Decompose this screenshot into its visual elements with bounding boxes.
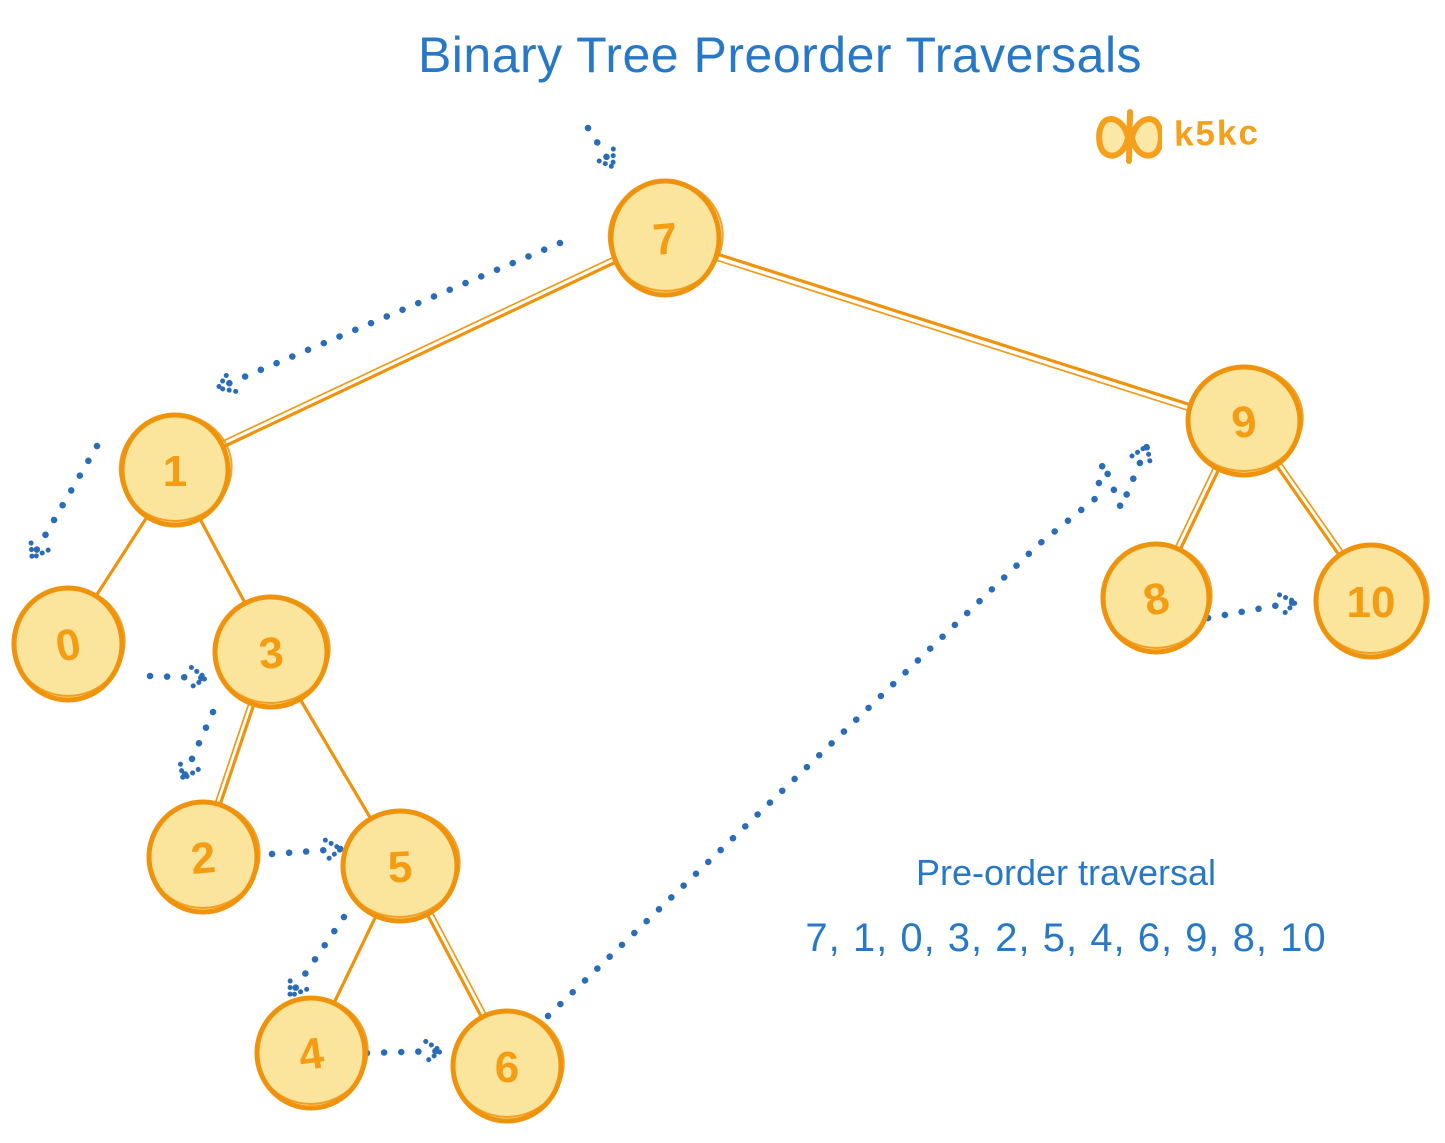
tree-node-4: 4 (254, 995, 369, 1111)
node-label-6: 6 (495, 1043, 519, 1092)
tree-node-6: 6 (450, 1008, 565, 1124)
arrow-5-to-4 (290, 913, 348, 996)
tree-node-9: 9 (1185, 364, 1304, 478)
tree-node-7: 7 (607, 178, 724, 298)
tree-node-8: 8 (1100, 541, 1213, 655)
arrow-0-to-3 (146, 676, 206, 678)
tree-node-2: 2 (146, 799, 261, 915)
traversal-caption: Pre-order traversal 7, 1, 0, 3, 2, 5, 4,… (805, 852, 1326, 961)
edge-3-2 (214, 702, 256, 807)
traversal-arrows (32, 124, 1296, 1053)
edge-9-8 (1174, 466, 1221, 552)
edge-5-4 (332, 914, 378, 1005)
tree-node-5: 5 (340, 808, 461, 924)
arrow-3-to-2 (183, 708, 217, 779)
node-label-5: 5 (387, 842, 414, 892)
node-label-10: 10 (1347, 578, 1396, 627)
traversal-heading: Pre-order traversal (915, 852, 1217, 893)
tree-node-0: 0 (11, 585, 126, 703)
traversal-sequence: 7, 1, 0, 3, 2, 5, 4, 6, 9, 8, 10 (805, 916, 1327, 960)
edge-9-10 (1274, 462, 1345, 557)
arrow-start-to-7 (584, 124, 613, 167)
brand-logo: k5kc (1096, 104, 1260, 164)
tree-nodes: 7 1 9 0 3 (11, 178, 1430, 1124)
butterfly-logo-icon (1096, 109, 1162, 164)
arrow-6-to-9 (544, 446, 1147, 1020)
node-label-2: 2 (189, 833, 218, 884)
arrow-8-to-10 (1204, 602, 1296, 618)
edge-1-3 (198, 517, 247, 605)
node-label-3: 3 (257, 628, 286, 679)
node-label-1: 1 (163, 447, 187, 496)
node-label-7: 7 (651, 214, 680, 265)
edge-5-6 (425, 911, 488, 1020)
arrow-4-to-6 (363, 1051, 441, 1053)
edge-7-9 (715, 252, 1193, 412)
tree-edges (94, 252, 1345, 1020)
tree-node-1: 1 (118, 412, 233, 528)
arrow-1-to-0 (32, 442, 101, 558)
edge-3-5 (298, 697, 373, 821)
edge-7-1 (220, 256, 618, 449)
tree-node-3: 3 (212, 594, 331, 710)
arrow-7-to-1 (218, 239, 564, 388)
tree-node-10: 10 (1313, 542, 1430, 660)
page-title: Binary Tree Preorder Traversals (417, 27, 1143, 83)
edge-1-0 (94, 515, 149, 598)
arrow-2-to-5 (268, 849, 341, 854)
